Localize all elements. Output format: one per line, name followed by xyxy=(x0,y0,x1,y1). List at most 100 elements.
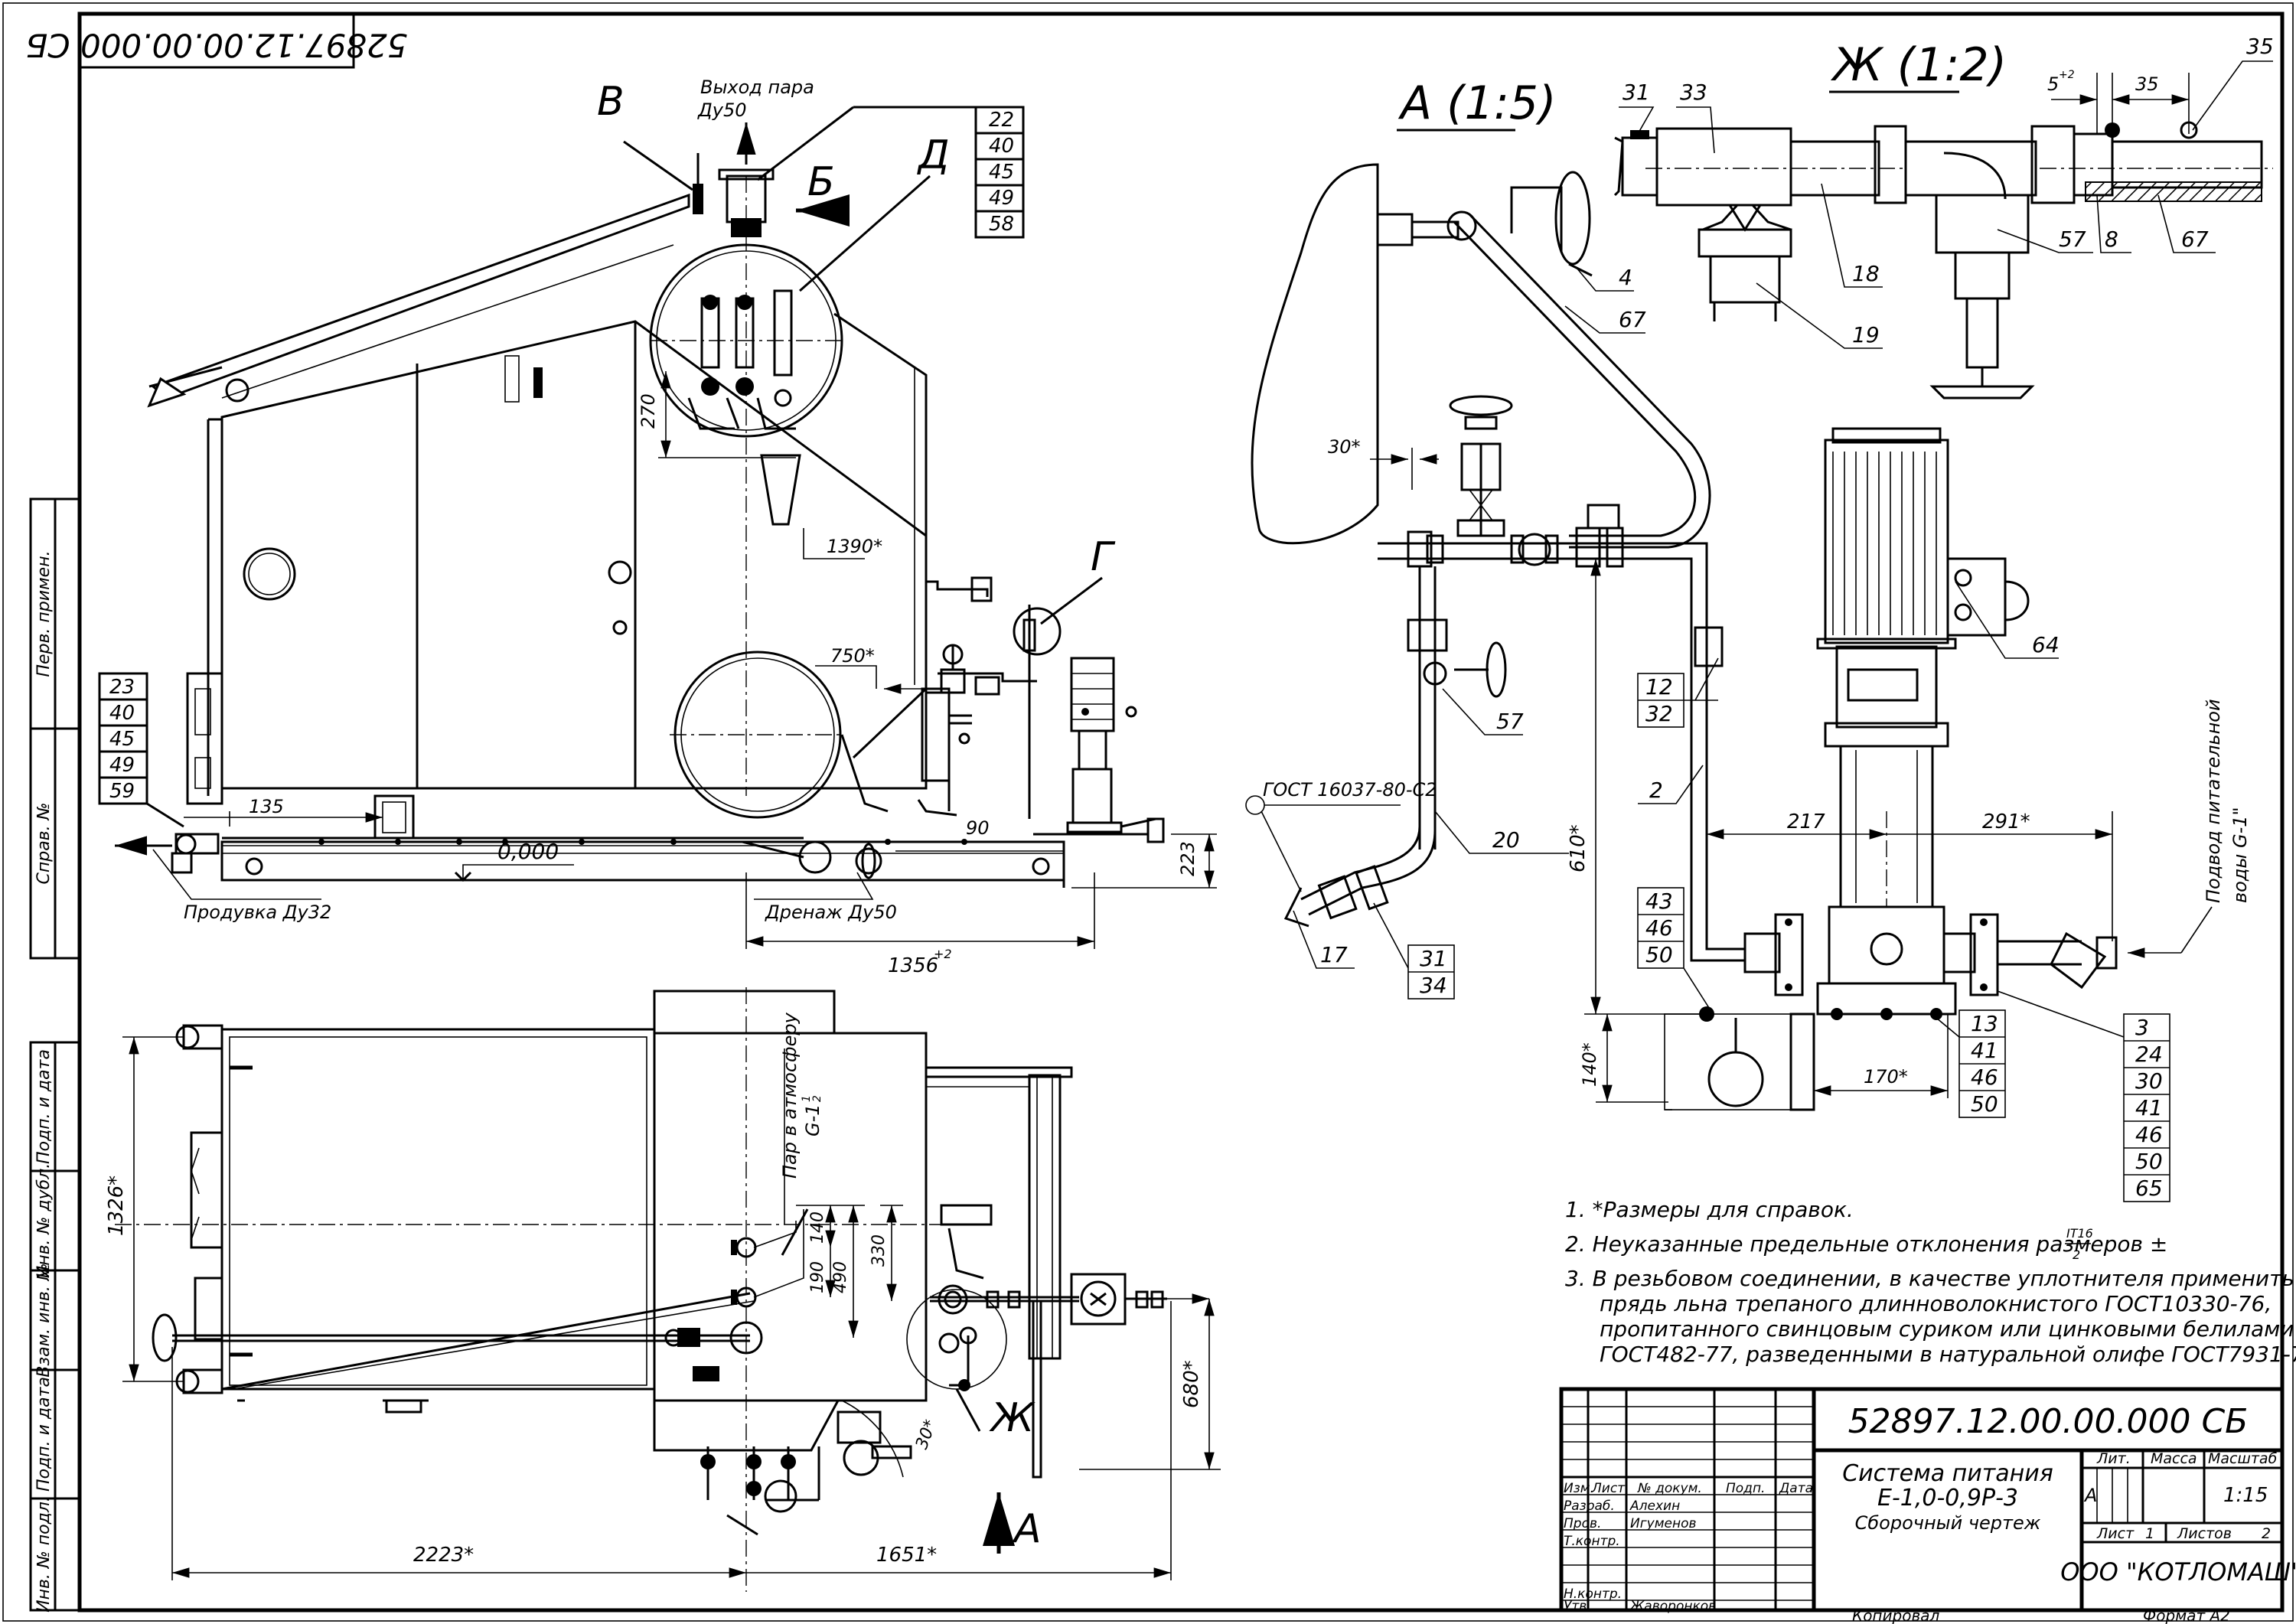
label-a-17: 17 xyxy=(1320,942,1348,967)
steam-out-label: Выход пара xyxy=(700,77,814,98)
dim-1356: 1356 xyxy=(888,954,938,977)
margin-label: Подп. и дата xyxy=(34,1377,54,1492)
tb-role-prov: Пров. xyxy=(1564,1516,1601,1531)
tb-masshtab: Масштаб xyxy=(2208,1450,2278,1467)
callout-num: 46 xyxy=(1971,1065,1998,1090)
atm-frac-num: 1 xyxy=(801,1095,813,1102)
note-1: 1. *Размеры для справок. xyxy=(1565,1197,1854,1222)
dim-217: 217 xyxy=(1787,810,1825,833)
callout-num: 32 xyxy=(1645,701,1673,726)
dim-291: 291* xyxy=(1982,810,2030,833)
label-a-2: 2 xyxy=(1649,778,1663,803)
label-zh-35: 35 xyxy=(2246,34,2274,59)
callout-43-46-50: 43 46 50 xyxy=(1637,887,1711,1011)
note-3-l3: пропитанного свинцовым суриком или цинко… xyxy=(1600,1316,2294,1342)
tb-role-razrab: Разраб. xyxy=(1564,1498,1615,1514)
callout-num: 50 xyxy=(1971,1091,1998,1117)
label-zh-33: 33 xyxy=(1680,80,1707,105)
view-label-b: Б xyxy=(807,159,835,205)
dim-90: 90 xyxy=(966,817,990,839)
technical-notes: 1. *Размеры для справок. 2. Неуказанные … xyxy=(1565,1197,2296,1367)
gost-label: ГОСТ 16037-80-С2 xyxy=(1263,779,1437,801)
atm-size: G-1 xyxy=(802,1104,823,1136)
margin-label: Взам. инв. № xyxy=(34,1263,54,1377)
callout-num: 30 xyxy=(2135,1068,2163,1094)
tb-hdr-data: Дата xyxy=(1779,1481,1813,1496)
callout-num: 41 xyxy=(2135,1095,2163,1120)
tb-copied: Копировал xyxy=(1852,1606,1939,1624)
callout-num: 49 xyxy=(109,754,135,777)
feed-water-l2: воды G-1" xyxy=(2229,807,2251,903)
label-zh-67: 67 xyxy=(2181,227,2209,252)
tb-hdr-doc: № докум. xyxy=(1637,1481,1702,1496)
view-zh: Ж (1:2) 5 +2 xyxy=(1613,34,2274,399)
dim-30deg: 30* xyxy=(912,1417,941,1452)
callout-top: 22 40 45 49 58 xyxy=(757,106,1025,239)
steam-out-size: Ду50 xyxy=(697,99,747,121)
callout-num: 49 xyxy=(989,187,1014,210)
side-view: 0,000 В Б Д Г Выход пара Ду50 22 40 45 4… xyxy=(98,77,1217,977)
tb-sheet-num: 1 xyxy=(2145,1525,2154,1542)
tb-hdr-list: Лист xyxy=(1591,1481,1626,1496)
tb-role-tkontr: Т.контр. xyxy=(1564,1534,1620,1549)
callout-num: 45 xyxy=(109,728,135,751)
dim-610: 610* xyxy=(1567,824,1590,872)
view-label-a: А xyxy=(1012,1506,1042,1552)
dim-0000: 0,000 xyxy=(497,839,559,864)
callout-num: 3 xyxy=(2135,1015,2149,1040)
callout-num: 23 xyxy=(109,676,135,699)
callout-num: 40 xyxy=(109,702,135,725)
callout-num: 31 xyxy=(1420,946,1447,971)
callout-num: 58 xyxy=(989,213,1014,236)
callout-num: 12 xyxy=(1645,674,1673,699)
callout-num: 40 xyxy=(989,135,1014,158)
dim-1390: 1390* xyxy=(827,536,882,557)
callout-3: 3 24 30 41 46 50 65 xyxy=(1997,990,2170,1202)
label-zh-8: 8 xyxy=(2105,227,2118,252)
view-a: А (1:5) xyxy=(1245,77,2251,1202)
view-zh-title: Ж (1:2) xyxy=(1830,38,2007,92)
callout-num: 24 xyxy=(2135,1042,2163,1067)
dim-270: 270 xyxy=(638,393,659,429)
base-bolts xyxy=(318,839,967,845)
margin-label: Инв. № дубл. xyxy=(34,1163,54,1279)
left-margin-boxes: Перв. примен. Справ. № Подп. и дата Инв.… xyxy=(29,497,81,1613)
pump-small xyxy=(1066,657,1137,833)
dim-140: 140 xyxy=(808,1211,827,1244)
note-3-l4: ГОСТ482-77, разведенными в натуральной о… xyxy=(1600,1342,2296,1367)
tb-lit-value: А xyxy=(2083,1485,2097,1506)
label-a-64: 64 xyxy=(2032,632,2060,657)
dim-1326: 1326* xyxy=(105,1176,128,1236)
tb-format: Формат А2 xyxy=(2143,1606,2230,1624)
callout-13: 13 41 46 50 xyxy=(1936,1009,2006,1118)
tb-massa: Масса xyxy=(2151,1450,2197,1467)
plan-view: Пар в атмосферу G-1 1 2 1326* 140 190 49… xyxy=(105,987,1221,1592)
label-zh-57: 57 xyxy=(2059,227,2086,252)
dim-223: 223 xyxy=(1177,841,1199,876)
label-a-67: 67 xyxy=(1619,307,1646,332)
view-label-zh: Ж xyxy=(989,1395,1035,1441)
dim-2223: 2223* xyxy=(413,1544,474,1567)
tb-name-l1: Система питания xyxy=(1842,1460,2053,1487)
tb-name-l2: Е-1,0-0,9Р-3 xyxy=(1877,1485,2018,1511)
note-3-l1: 3. В резьбовом соединении, в качестве уп… xyxy=(1565,1266,2294,1291)
callout-num: 46 xyxy=(1645,915,1673,941)
tb-name-l3: Сборочный чертеж xyxy=(1855,1512,2041,1534)
view-label-g: Г xyxy=(1091,534,1116,580)
tb-sheet-label: Лист xyxy=(2096,1525,2135,1542)
label-a-4: 4 xyxy=(1619,265,1632,290)
dim-zh-5-tol: +2 xyxy=(2059,69,2075,81)
atm-frac-den: 2 xyxy=(811,1095,823,1102)
callout-num: 50 xyxy=(1645,942,1673,967)
atm-label: Пар в атмосферу xyxy=(779,1012,801,1179)
view-label-d: Д xyxy=(917,132,950,178)
view-label-v: В xyxy=(597,79,625,125)
tb-hdr-izm: Изм. xyxy=(1564,1481,1594,1496)
tb-lit: Лит. xyxy=(2096,1450,2131,1467)
note-3-l2: прядь льна трепаного длинноволокнистого … xyxy=(1600,1291,2272,1316)
title-block: Изм. Лист № докум. Подп. Дата Разраб. Пр… xyxy=(1559,1387,2296,1624)
label-a-20: 20 xyxy=(1492,827,1520,853)
dim-170: 170* xyxy=(1864,1066,1908,1088)
callout-num: 50 xyxy=(2135,1149,2163,1174)
